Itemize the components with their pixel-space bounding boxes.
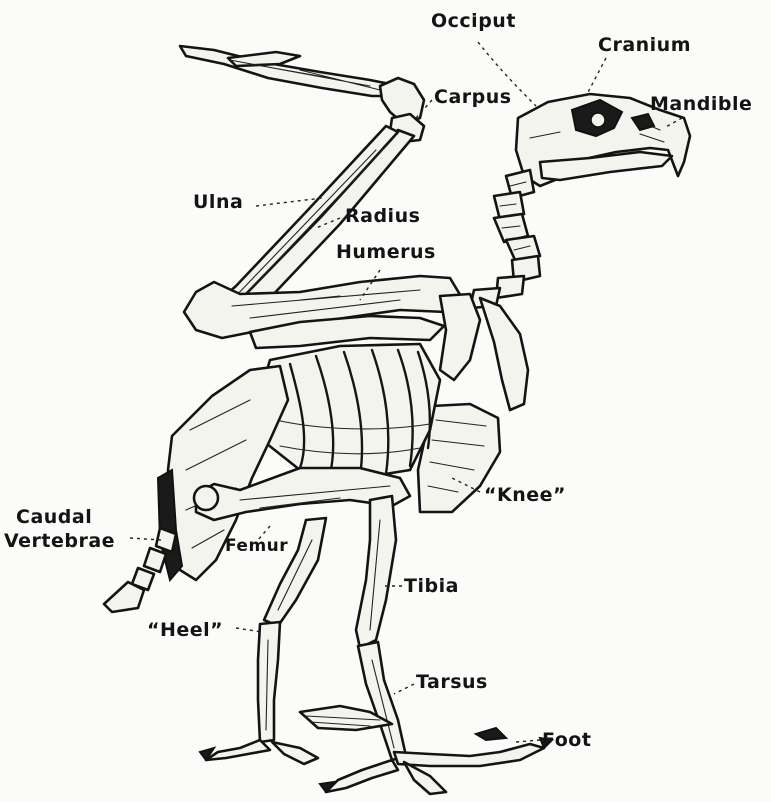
label-knee: “Knee” bbox=[484, 484, 566, 506]
tarsometatarsus bbox=[258, 622, 406, 760]
label-caudal-line1: Caudal bbox=[16, 506, 92, 528]
label-carpus: Carpus bbox=[434, 86, 512, 108]
label-caudal-line2: Vertebrae bbox=[4, 530, 115, 552]
label-radius: Radius bbox=[345, 205, 420, 227]
tibiotarsus bbox=[264, 496, 396, 648]
label-occiput: Occiput bbox=[431, 10, 516, 32]
label-cranium: Cranium bbox=[598, 34, 691, 56]
rib-cage bbox=[258, 344, 440, 478]
label-foot: Foot bbox=[542, 729, 591, 751]
feet bbox=[200, 706, 552, 794]
label-humerus: Humerus bbox=[336, 241, 436, 263]
label-ulna: Ulna bbox=[193, 191, 243, 213]
label-tarsus: Tarsus bbox=[416, 671, 488, 693]
label-mandible: Mandible bbox=[650, 93, 752, 115]
neck-vertebrae bbox=[470, 170, 540, 308]
label-femur: Femur bbox=[225, 535, 288, 557]
label-heel: “Heel” bbox=[147, 619, 223, 641]
label-tibia: Tibia bbox=[404, 575, 459, 597]
